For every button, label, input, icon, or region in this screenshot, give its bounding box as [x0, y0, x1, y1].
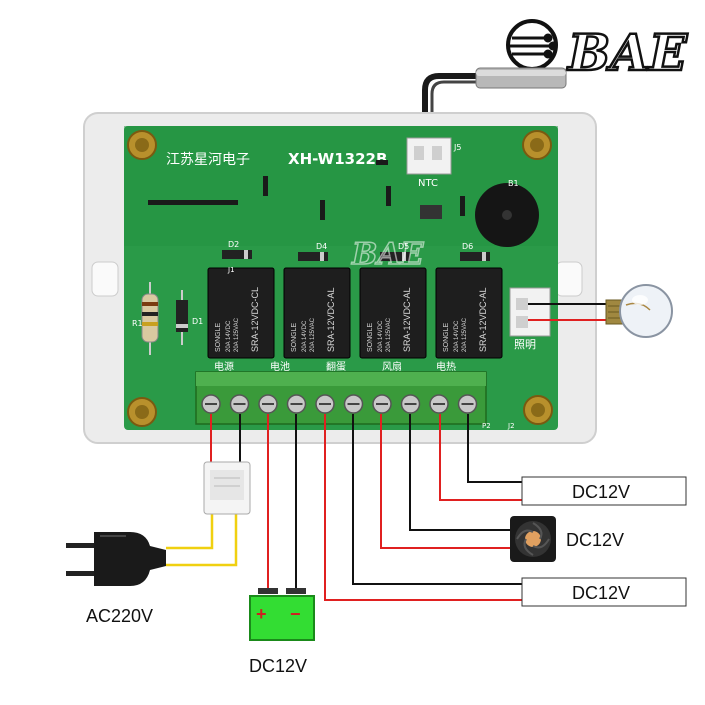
- relay-rating-dc: 20A 14VDC: [302, 320, 308, 352]
- smd-components: [148, 160, 465, 220]
- ac-plug-icon: [66, 532, 166, 586]
- light-bulb-icon: [605, 284, 673, 338]
- diode-d4: D4: [316, 242, 327, 251]
- relay-rating-ac: 20A 125VAC: [310, 317, 316, 352]
- pin-mark-j2: J2: [507, 422, 515, 430]
- terminal-label-power: 电源: [214, 360, 234, 373]
- relay-model: SRA-12VDC-AL: [326, 287, 336, 352]
- relay-model: SRA-12VDC-AL: [478, 287, 488, 352]
- ntc-connector: NTC J5: [406, 137, 461, 189]
- terminal-label-heater: 电热: [436, 360, 456, 373]
- diode-d6: D6: [462, 242, 473, 251]
- board-model: XH-W1322B: [288, 150, 387, 168]
- relay-rating-dc: 20A 14VDC: [226, 320, 232, 352]
- buzzer-label: B1: [508, 179, 519, 188]
- terminal-labels: 电源 电池 翻蛋 风扇 电热 J1 J2 P2: [214, 266, 515, 430]
- resistor-label: R1: [132, 319, 143, 328]
- board-maker: 江苏星河电子: [166, 152, 250, 168]
- output-box-egg-turner: [521, 577, 687, 607]
- relay-rating-dc: 20A 14VDC: [378, 320, 384, 352]
- ac-voltage-label: AC220V: [86, 606, 153, 626]
- light-connector: 照明: [509, 287, 551, 351]
- relay-body: [435, 267, 503, 359]
- terminal-label-egg-turn: 翻蛋: [326, 361, 346, 373]
- relay-rating-dc: 20A 14VDC: [454, 320, 460, 352]
- relay-diodes: D2 D4 D5 D6: [222, 240, 490, 261]
- terminal-label-fan: 风扇: [382, 360, 402, 373]
- light-label: 照明: [514, 338, 536, 351]
- relay-brand: SONGLE: [215, 322, 222, 352]
- buzzer-icon: B1: [475, 179, 539, 247]
- diode-d5: D5: [398, 242, 409, 251]
- ntc-pin: J5: [453, 143, 461, 152]
- battery-plus: +: [256, 604, 267, 624]
- relay-rating-ac: 20A 125VAC: [462, 317, 468, 352]
- relay-rating-ac: 20A 125VAC: [386, 317, 392, 352]
- power-module: [203, 461, 251, 515]
- relay-brand: SONGLE: [443, 322, 450, 352]
- relay-body: [283, 267, 351, 359]
- relay-body: [207, 267, 275, 359]
- circuit-icon: [506, 19, 558, 71]
- diode-d2: D2: [228, 240, 239, 249]
- mount-tab-right: [555, 261, 583, 297]
- diode-label: D1: [192, 317, 203, 326]
- mount-tab-left: [91, 261, 119, 297]
- relay-model: SRA-12VDC-AL: [402, 287, 412, 352]
- battery-voltage-label: DC12V: [249, 656, 307, 676]
- output-label-egg-turner: DC12V: [572, 583, 630, 603]
- relay-body: [359, 267, 427, 359]
- logo-text: BAE: [566, 23, 688, 82]
- fan-icon: [510, 516, 556, 562]
- ntc-label: NTC: [418, 178, 438, 189]
- battery-minus: −: [290, 604, 301, 624]
- wires: [166, 303, 612, 601]
- watermark: BAE: [351, 237, 425, 272]
- screw-icon: [127, 130, 553, 427]
- output-box-heater: [521, 476, 687, 506]
- pin-mark-j1: J1: [227, 266, 235, 274]
- relay-brand: SONGLE: [291, 322, 298, 352]
- brand-logo: BAE: [506, 19, 689, 83]
- relay-rating-ac: 20A 125VAC: [234, 317, 240, 352]
- terminal-label-battery: 电池: [270, 360, 290, 373]
- resistor-icon: R1: [132, 282, 159, 355]
- ntc-probe: [422, 67, 567, 140]
- relay-brand: SONGLE: [367, 322, 374, 352]
- output-label-fan: DC12V: [566, 530, 624, 550]
- relay-model: SRA-12VDC-CL: [250, 287, 260, 352]
- pin-mark-p2: P2: [482, 422, 491, 430]
- battery-icon: + −: [249, 588, 315, 641]
- terminal-screws: [201, 394, 478, 414]
- output-label-heater: DC12V: [572, 482, 630, 502]
- diode-icon: D1: [176, 290, 203, 345]
